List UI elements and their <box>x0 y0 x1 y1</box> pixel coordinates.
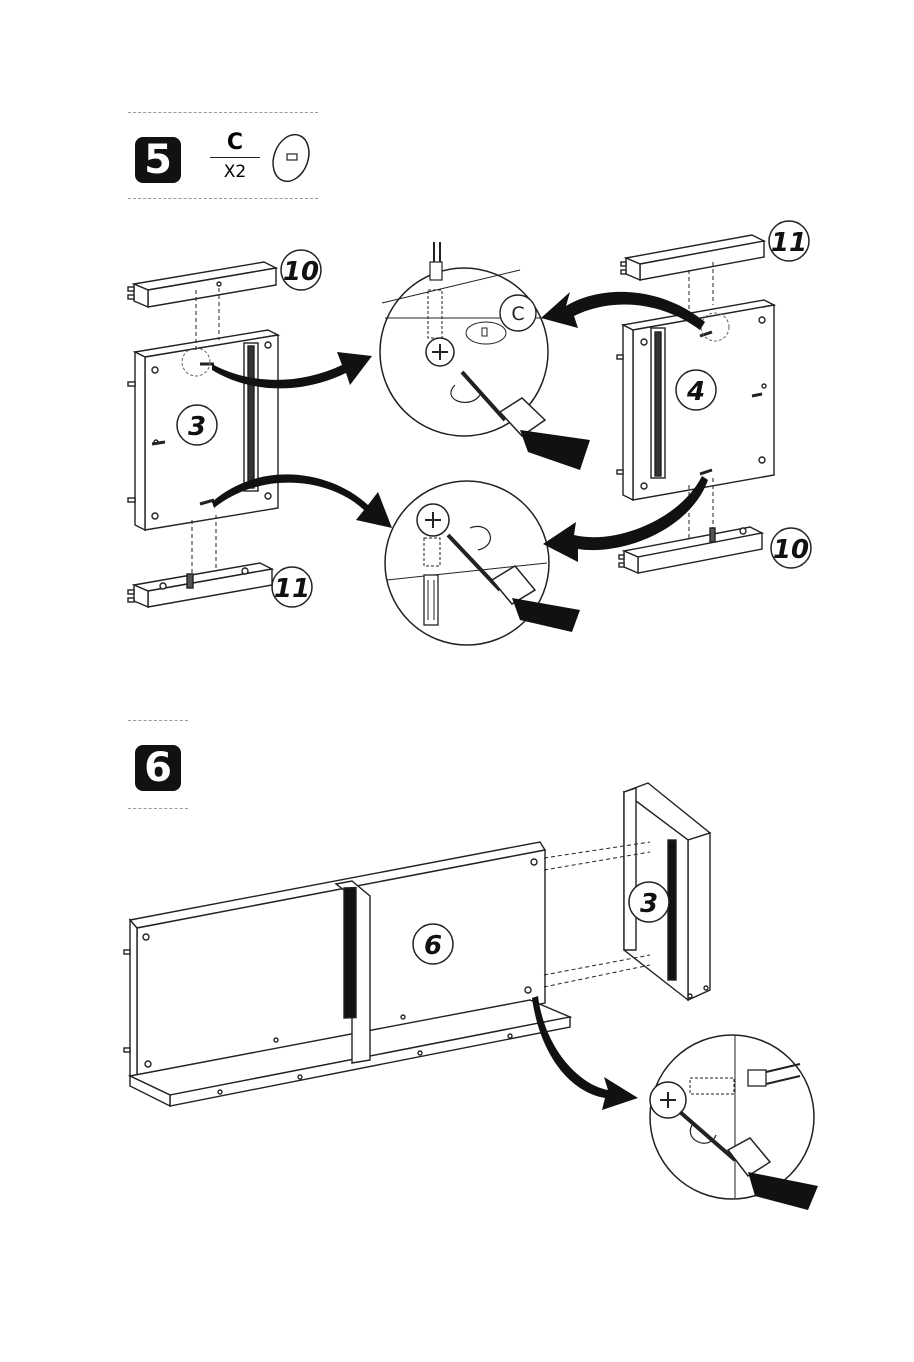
label-6-main-panel: 6 <box>413 924 453 964</box>
svg-text:C: C <box>511 303 524 325</box>
top-detail-circle <box>380 242 590 470</box>
label-10-bottom-right: 10 <box>771 528 811 568</box>
step6-detail-circle <box>650 1035 818 1210</box>
svg-text:10: 10 <box>283 257 319 287</box>
svg-text:10: 10 <box>773 535 809 565</box>
svg-text:11: 11 <box>771 228 807 258</box>
svg-text:11: 11 <box>274 574 310 604</box>
cam-lock-part-icon <box>267 130 315 187</box>
svg-text:3: 3 <box>188 412 206 442</box>
label-4-right-panel: 4 <box>676 370 716 410</box>
label-11-top-right: 11 <box>769 221 809 261</box>
label-10-top-left: 10 <box>281 250 321 290</box>
bottom-detail-circle <box>385 481 580 645</box>
label-3-left-panel: 3 <box>177 405 217 445</box>
label-3-side-panel: 3 <box>629 882 669 922</box>
left-top-bar-10 <box>128 262 276 307</box>
label-11-bottom-left: 11 <box>272 567 312 607</box>
svg-text:4: 4 <box>686 377 705 407</box>
main-panel-6 <box>124 842 570 1106</box>
left-bottom-bar-11 <box>128 563 272 607</box>
svg-text:6: 6 <box>424 931 442 961</box>
svg-text:3: 3 <box>640 889 658 919</box>
right-top-bar-11 <box>621 235 764 280</box>
callout-c: C <box>500 295 536 331</box>
